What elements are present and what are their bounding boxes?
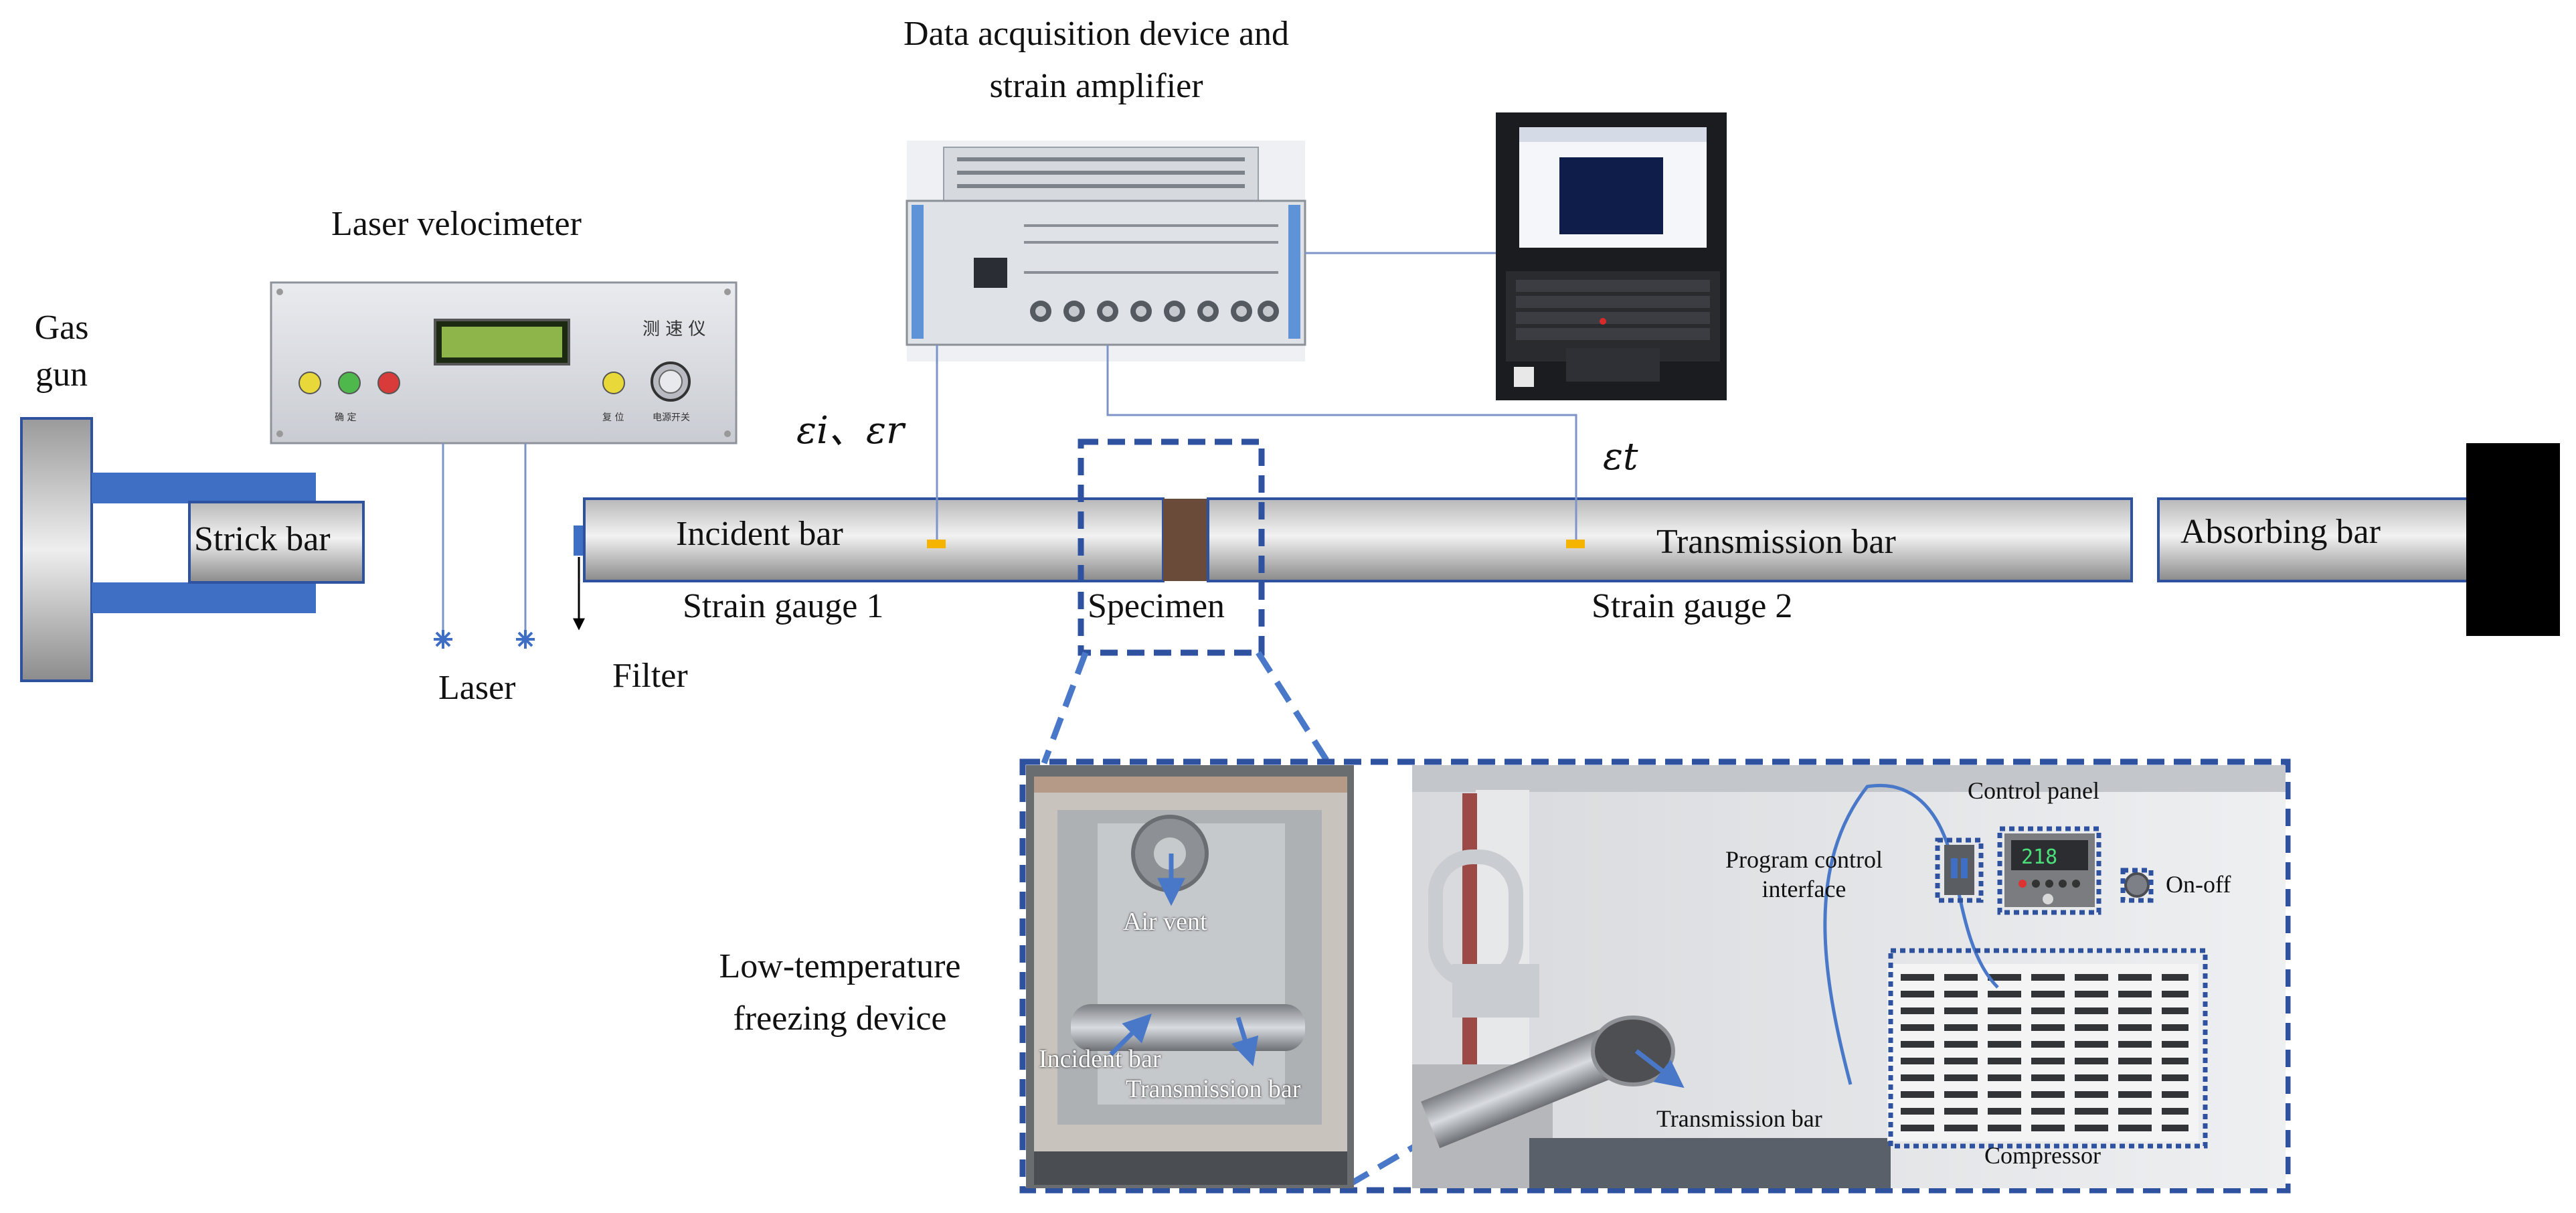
strain-incident-reflected-label: εi、εr xyxy=(796,409,904,453)
incident-bar-label: Incident bar xyxy=(676,515,843,553)
laser-spark-2 xyxy=(516,630,535,649)
filter-label: Filter xyxy=(612,657,688,695)
strain-gauge-2 xyxy=(1566,540,1585,548)
strain-gauge-2-label: Strain gauge 2 xyxy=(1592,587,1793,625)
strain-transmitted-label: εt xyxy=(1603,435,1638,479)
specimen xyxy=(1163,499,1208,581)
control-panel-display: 218 xyxy=(2021,845,2057,869)
gas-gun-barrel-top xyxy=(92,473,316,503)
incident-bar xyxy=(583,497,1165,582)
velocimeter-power-label: 电源开关 xyxy=(653,412,690,423)
on-off-frame xyxy=(2120,868,2154,903)
filter xyxy=(574,525,583,556)
strick-bar-label: Strick bar xyxy=(194,520,331,558)
daq-to-gauge2-line xyxy=(1106,345,1577,540)
laptop xyxy=(1496,112,1727,400)
specimen-label: Specimen xyxy=(1088,587,1225,625)
laser-velocimeter-title: Laser velocimeter xyxy=(331,205,582,243)
laser-label: Laser xyxy=(438,669,516,707)
strick-bar xyxy=(188,501,365,584)
control-panel-frame xyxy=(1997,826,2101,915)
specimen-zoom-frame xyxy=(1078,438,1265,656)
gas-gun-barrel-bottom xyxy=(92,582,316,613)
control-panel-label: Control panel xyxy=(1968,777,2099,804)
velocimeter-chinese-label: 测 速 仪 xyxy=(642,319,706,339)
on-off-label: On-off xyxy=(2166,871,2231,898)
freezing-device-outer-frame xyxy=(1019,758,2291,1194)
program-interface-frame xyxy=(1935,837,1984,903)
laser-velocimeter-device xyxy=(270,281,738,444)
program-control-label: Program control interface xyxy=(1725,846,1883,902)
photo-transmission-bar-2-label: Transmission bar xyxy=(1656,1105,1822,1132)
photo-transmission-bar-arrow xyxy=(1231,1016,1259,1067)
compressor-frame xyxy=(1888,948,2208,1149)
transmission-bar xyxy=(1207,497,2133,582)
compressor-grille-slots xyxy=(1901,974,2188,1131)
zoom-line-right xyxy=(1256,651,1331,765)
photo-incident-bar-label: Incident bar xyxy=(1039,1045,1161,1073)
compressor-label: Compressor xyxy=(1984,1142,2101,1169)
velocimeter-confirm-label: 确 定 xyxy=(335,412,356,423)
absorbing-bar xyxy=(2157,497,2471,582)
photo-transmission-bar-2-arrow xyxy=(1634,1049,1685,1088)
low-temp-device-label: Low-temperature freezing device xyxy=(719,947,961,1038)
velocimeter-reset-label: 复 位 xyxy=(602,412,624,423)
gas-gun-title: Gas gun xyxy=(34,309,89,394)
strain-gauge-1-label: Strain gauge 1 xyxy=(683,587,884,625)
strain-gauge-1 xyxy=(927,540,946,548)
freezer-cabinet-photo xyxy=(1412,765,2286,1188)
absorbing-bar-label: Absorbing bar xyxy=(2180,513,2381,551)
freezer-chamber-photo xyxy=(1026,765,1354,1188)
transmission-bar-label: Transmission bar xyxy=(1656,523,1896,561)
gas-gun-body xyxy=(20,417,93,682)
laser-spark-1 xyxy=(434,630,452,649)
zoom-line-left xyxy=(1041,651,1089,764)
absorber-block xyxy=(2466,443,2560,636)
daq-title: Data acquisition device and strain ampli… xyxy=(903,15,1290,105)
air-vent-label: Air vent xyxy=(1123,908,1207,936)
photo-incident-bar-arrow xyxy=(1109,1014,1152,1056)
data-acquisition-device xyxy=(906,141,1306,361)
photo-transmission-bar-label: Transmission bar xyxy=(1126,1075,1301,1103)
